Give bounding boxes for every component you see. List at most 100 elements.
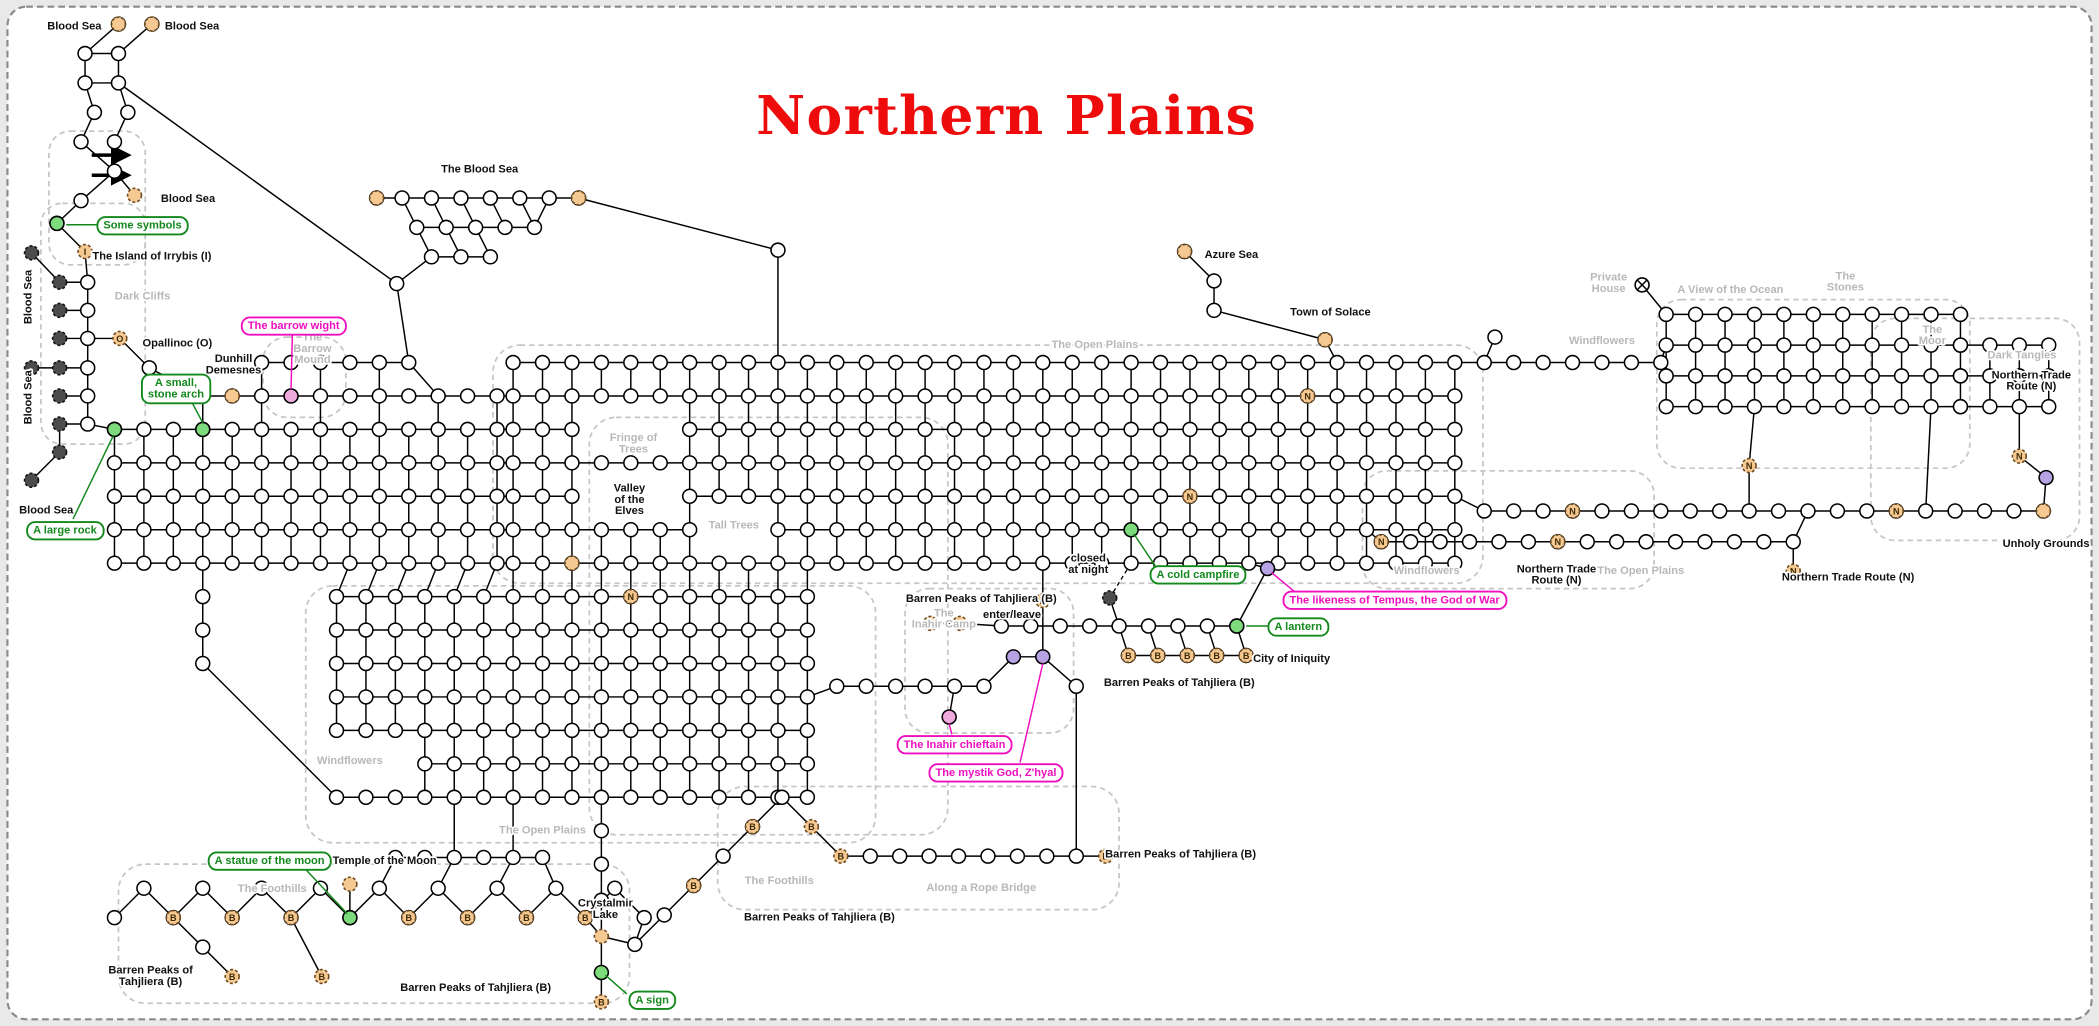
map-label: Opallinoc (O) xyxy=(143,337,213,349)
room-node xyxy=(946,678,963,694)
room-node xyxy=(711,588,727,605)
room-node xyxy=(858,455,874,471)
room-node xyxy=(1447,388,1463,404)
room-node xyxy=(534,388,551,404)
room-node xyxy=(79,360,96,376)
room-node xyxy=(740,756,757,772)
region-outline-stones xyxy=(1655,298,1971,470)
room-node xyxy=(1687,368,1704,384)
room-node xyxy=(1211,521,1228,538)
node-letter: N xyxy=(1555,537,1562,547)
room-node xyxy=(2011,368,2028,384)
room-node xyxy=(1182,354,1198,371)
room-node xyxy=(799,521,816,538)
room-node xyxy=(342,521,358,538)
area-link-node-B xyxy=(577,909,594,926)
room-node xyxy=(1579,534,1595,550)
room-node xyxy=(417,588,433,605)
room-node xyxy=(1123,488,1139,505)
room-node xyxy=(1005,421,1022,438)
room-node xyxy=(917,421,933,438)
room-node xyxy=(1358,455,1375,471)
room-node xyxy=(106,455,123,471)
room-node xyxy=(534,722,551,739)
room-node xyxy=(224,555,240,571)
room-node xyxy=(593,455,610,471)
area-link-node-B xyxy=(1179,647,1196,664)
room-node xyxy=(1329,521,1345,538)
room-node xyxy=(652,354,668,371)
room-node xyxy=(652,689,668,705)
room-node xyxy=(711,622,727,638)
room-node xyxy=(505,388,521,404)
room-node xyxy=(564,655,580,672)
room-node xyxy=(489,880,505,896)
room-node xyxy=(740,588,757,605)
callout-box xyxy=(1149,565,1247,585)
room-node xyxy=(564,622,580,638)
room-node xyxy=(1667,534,1684,550)
room-node xyxy=(1982,398,1998,415)
room-node xyxy=(253,521,270,538)
room-node xyxy=(770,488,786,505)
room-node xyxy=(1835,306,1851,323)
room-node xyxy=(505,521,521,538)
room-node xyxy=(1241,388,1257,404)
room-node xyxy=(799,789,816,805)
room-node xyxy=(770,622,786,638)
region-outline-foothills-right xyxy=(716,785,1120,911)
room-node xyxy=(1864,368,1880,384)
room-node xyxy=(1023,618,1039,634)
node-letter: B xyxy=(319,972,326,982)
room-node xyxy=(1005,354,1022,371)
room-node xyxy=(799,388,816,404)
room-node xyxy=(1358,421,1375,438)
room-node xyxy=(106,134,123,150)
room-node xyxy=(1776,306,1792,323)
room-node xyxy=(505,421,521,438)
map-label: The Foothills xyxy=(238,883,307,895)
room-node xyxy=(799,588,816,605)
closed-room-node xyxy=(51,444,68,460)
room-node xyxy=(475,588,492,605)
room-node xyxy=(328,588,345,605)
room-node xyxy=(1388,421,1404,438)
area-link-node-N xyxy=(1785,563,1802,579)
room-node xyxy=(475,689,492,705)
room-node xyxy=(976,521,992,538)
room-node xyxy=(1776,337,1792,353)
room-node xyxy=(371,488,388,505)
room-node xyxy=(1170,618,1186,634)
room-node xyxy=(1417,388,1434,404)
poi-node-pink xyxy=(941,709,957,725)
room-node xyxy=(593,388,610,404)
room-node xyxy=(946,555,963,571)
room-node xyxy=(1035,455,1051,471)
room-node xyxy=(548,880,564,896)
room-node xyxy=(1211,421,1228,438)
room-node xyxy=(312,421,329,438)
room-node xyxy=(1035,388,1051,404)
room-node xyxy=(482,190,499,206)
room-node xyxy=(976,555,992,571)
map-label: Windflowers xyxy=(317,755,383,767)
room-node xyxy=(564,521,580,538)
callout-line xyxy=(305,868,348,915)
room-node xyxy=(711,354,727,371)
room-node xyxy=(1388,555,1404,571)
room-node xyxy=(165,488,182,505)
room-node xyxy=(459,488,476,505)
room-node xyxy=(358,722,374,739)
room-node xyxy=(1068,678,1084,694)
node-letter: N xyxy=(628,592,635,602)
room-node xyxy=(1687,337,1704,353)
poi-node-green xyxy=(195,421,211,438)
room-node xyxy=(430,555,446,571)
room-node xyxy=(740,354,757,371)
room-node xyxy=(976,488,992,505)
room-node xyxy=(77,75,93,91)
room-node xyxy=(1658,337,1674,353)
room-node xyxy=(253,354,270,371)
